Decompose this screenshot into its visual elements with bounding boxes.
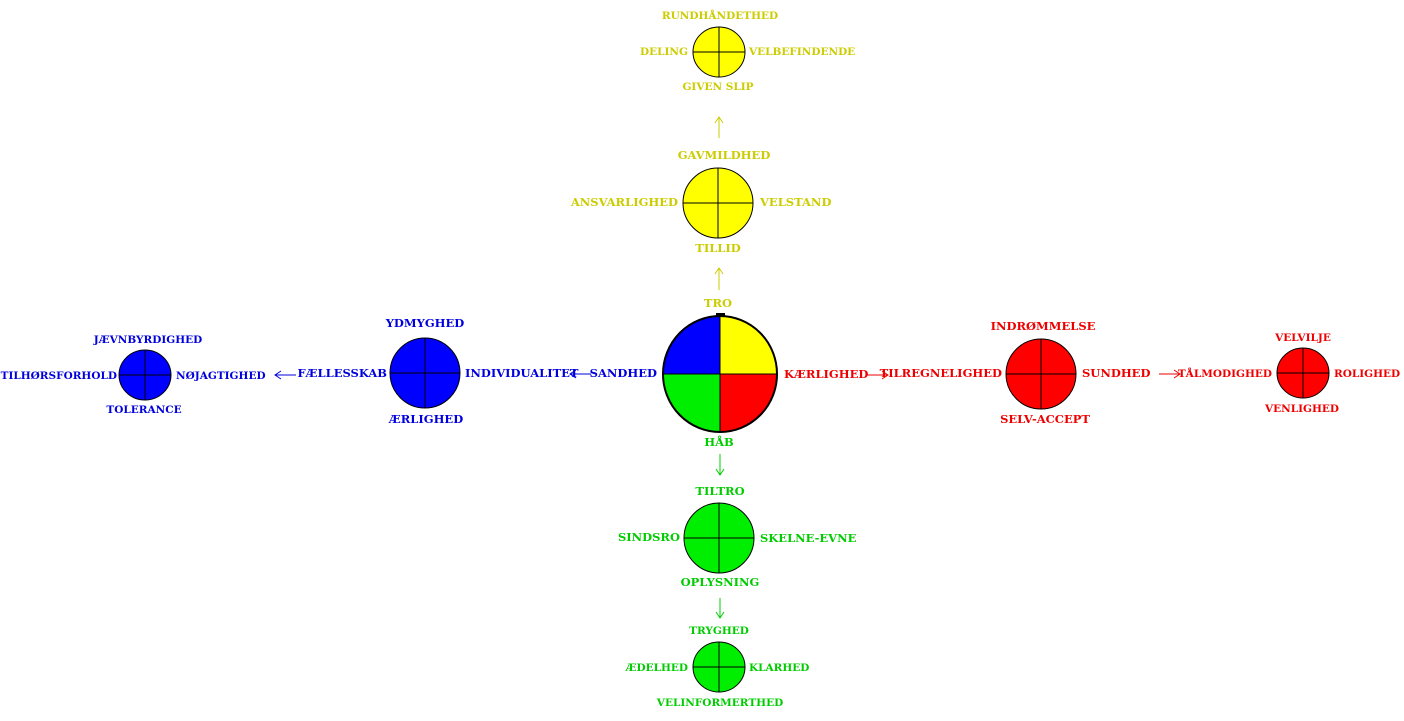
green-far-circle xyxy=(692,641,746,693)
green-near-label-top: TILTRO xyxy=(695,484,744,498)
blue-near-label-top: YDMYGHED xyxy=(385,316,465,330)
center-label-right: KÆRLIGHED xyxy=(784,367,868,381)
center-label-bottom: HÅB xyxy=(704,435,734,449)
green-far-label-right: KLARHED xyxy=(749,662,809,674)
green-near-label-right: SKELNE-EVNE xyxy=(760,531,857,545)
blue-near-label-right: INDIVIDUALITET xyxy=(465,366,579,380)
red-far-circle xyxy=(1276,347,1330,399)
green-far-label-left: ÆDELHED xyxy=(625,662,688,674)
blue-far-label-left: TILHØRSFORHOLD xyxy=(1,370,117,382)
yellow-far-circle xyxy=(692,26,746,78)
blue-near-label-bottom: ÆRLIGHED xyxy=(388,412,463,426)
red-arrow-1 xyxy=(867,370,889,380)
center-quadrant-blue xyxy=(663,316,720,374)
yellow-far-label-bottom: GIVEN SLIP xyxy=(682,81,753,93)
red-far-label-top: VELVILJE xyxy=(1274,332,1331,344)
yellow-near-label-top: GAVMILDHED xyxy=(678,148,771,162)
blue-far-label-bottom: TOLERANCE xyxy=(106,404,181,416)
blue-branch: YDMYGHED FÆLLESSKAB INDIVIDUALITET ÆRLIG… xyxy=(1,316,591,426)
yellow-near-label-right: VELSTAND xyxy=(759,195,831,209)
blue-arrow-1 xyxy=(569,369,591,379)
blue-far-label-right: NØJAGTIGHED xyxy=(176,370,266,382)
blue-near-circle xyxy=(389,337,461,409)
yellow-arrow-1 xyxy=(714,267,724,290)
green-arrow-2 xyxy=(715,598,725,619)
green-far-label-top: TRYGHED xyxy=(689,625,749,637)
yellow-arrow-2 xyxy=(714,116,724,138)
center-wheel: TRO HÅB SANDHED KÆRLIGHED xyxy=(590,296,869,449)
center-top-tick xyxy=(716,313,725,316)
green-near-circle xyxy=(683,502,755,574)
red-far-label-bottom: VENLIGHED xyxy=(1264,403,1339,415)
center-quadrant-yellow xyxy=(720,316,777,374)
green-far-label-bottom: VELINFORMERTHED xyxy=(656,697,783,709)
yellow-branch: GAVMILDHED ANSVARLIGHED VELSTAND TILLID … xyxy=(570,8,855,290)
blue-far-label-top: JÆVNBYRDIGHED xyxy=(93,334,203,346)
red-near-circle xyxy=(1005,338,1077,410)
blue-far-circle xyxy=(118,349,172,401)
yellow-near-label-left: ANSVARLIGHED xyxy=(570,195,678,209)
red-branch: INDRØMMELSE TILREGNELIGHED SUNDHED SELV-… xyxy=(867,319,1400,426)
center-label-left: SANDHED xyxy=(590,366,657,380)
green-arrow-1 xyxy=(715,454,725,476)
yellow-far-label-right: VELBEFINDENDE xyxy=(748,46,855,58)
red-near-label-right: SUNDHED xyxy=(1082,366,1150,380)
yellow-near-circle xyxy=(682,167,754,239)
blue-near-label-left: FÆLLESSKAB xyxy=(297,366,387,380)
red-near-label-left: TILREGNELIGHED xyxy=(880,366,1002,380)
red-far-label-left: TÅLMODIGHED xyxy=(1178,366,1272,380)
red-near-label-bottom: SELV-ACCEPT xyxy=(1000,412,1090,426)
blue-arrow-2 xyxy=(274,370,296,380)
center-quadrant-red xyxy=(720,374,777,432)
center-label-top: TRO xyxy=(704,296,732,310)
yellow-near-label-bottom: TILLID xyxy=(695,241,740,255)
green-branch: TILTRO SINDSRO SKELNE-EVNE OPLYSNING TRY… xyxy=(618,454,857,709)
center-quadrant-green xyxy=(663,374,720,432)
yellow-far-label-left: DELING xyxy=(640,46,688,58)
red-near-label-top: INDRØMMELSE xyxy=(991,319,1096,333)
green-near-label-bottom: OPLYSNING xyxy=(681,575,760,589)
green-near-label-left: SINDSRO xyxy=(618,530,680,544)
red-arrow-2 xyxy=(1159,369,1181,379)
red-far-label-right: ROLIGHED xyxy=(1334,368,1400,380)
yellow-far-label-top: RUNDHÅNDETHED xyxy=(662,8,778,22)
